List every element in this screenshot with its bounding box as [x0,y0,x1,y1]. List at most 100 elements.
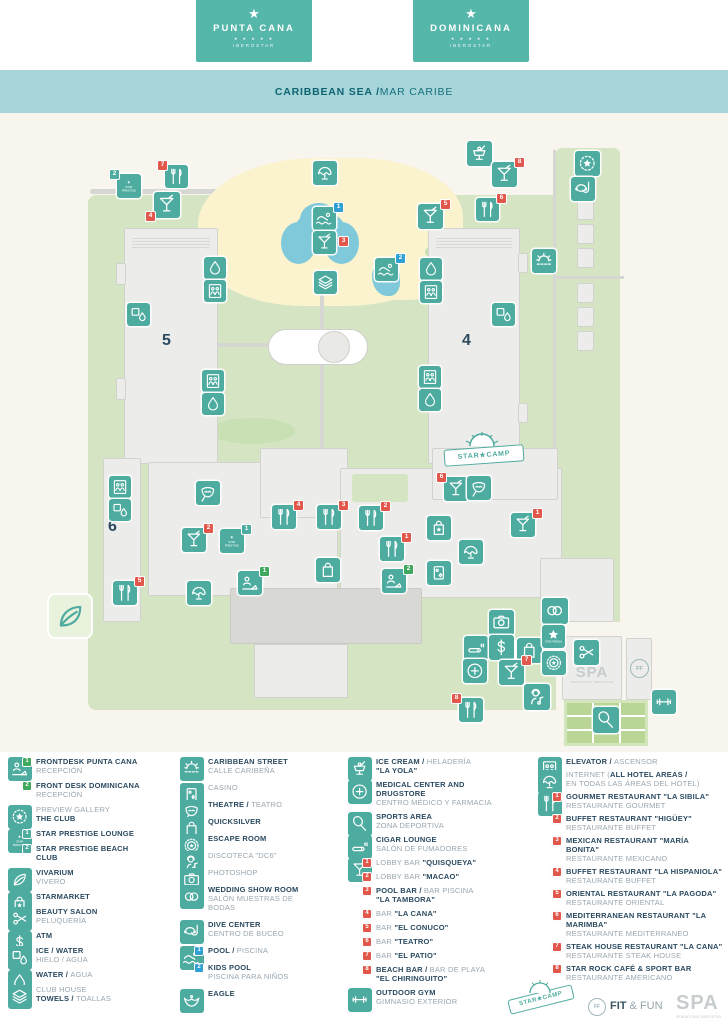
legend-text-segment: DRUGSTORE [376,789,426,798]
scissors-icon [8,907,32,931]
path [320,365,324,457]
map-marker-restaurant-icon: 7 [157,160,188,188]
map-marker-scissors-icon [574,640,599,665]
east-room [577,248,594,268]
legend-text-segment: "TEATRO" [394,937,434,946]
map-marker-dome-icon [313,161,337,185]
legend-item-text: WATER / AGUA [36,970,172,979]
legend-item-text: ELEVATOR / ASCENSOR [566,757,724,766]
legend-badge-1: 1 [22,829,32,839]
map-marker-icewater-icon [127,303,150,326]
svg-text:STAR FRIENDS: STAR FRIENDS [545,641,562,644]
east-room [577,283,594,303]
map-marker-bagstar-icon [427,516,451,540]
roundabout [318,331,350,363]
legend-text-segment: BUFFET RESTAURANT "HIGÜEY" [566,814,692,823]
court-line [621,729,645,731]
map-marker-card-icon [427,561,451,585]
legend-text-segment: ELEVATOR / [566,757,615,766]
legend-item-text: STARMARKET [36,892,172,901]
legend-item-text: DISCOTECA "DC6" [208,851,342,860]
legend-badge-1: 1 [362,858,372,868]
building-4-wing [518,253,528,273]
legend-item: ESCAPE ROOM [180,834,342,858]
legend-column-4: ELEVATOR / ASCENSOR INTERNET (ALL HOTEL A… [538,757,724,986]
map-badge-2: 2 [109,169,120,180]
legend-badge-3: 3 [552,836,562,846]
map-marker-bag-icon [316,558,340,582]
legend-badge-7: 7 [362,951,372,961]
star-icon: ★ [465,6,477,21]
map-marker-towels-icon [314,271,337,294]
legend-badge-2: 2 [22,781,32,791]
map-marker-elevator-icon [419,366,441,388]
map-marker-cocktail-icon: 4 [145,192,180,222]
icecream-icon [348,757,372,781]
legend-item-text: BUFFET RESTAURANT "HIGÜEY"RESTAURANTE BU… [566,814,724,832]
legend-text-segment: BAR [376,951,395,960]
svg-text:PRESTIGE: PRESTIGE [122,189,136,193]
legend-text-segment: CENTRO DE BUCEO [208,929,284,938]
spa-subtitle: SENSATIONS IBEROSTAR [676,1015,722,1019]
svg-text:STAR: STAR [16,840,23,844]
map-marker-cocktail-icon: 3 [313,231,349,254]
east-room [577,331,594,351]
starcircle-icon [8,805,32,829]
map-marker-drop-icon [420,258,442,280]
map-marker-cigar-icon [464,636,488,660]
legend-item-text: POOL / PISCINA [208,946,342,955]
map-marker-elevator-icon [204,280,226,302]
legend-item-text: INTERNET (ALL HOTEL AREAS /EN TODAS LAS … [566,770,724,788]
map-marker-cocktail-icon: 7 [499,655,532,685]
fit-fun-icon: FF [588,998,606,1016]
building-4-wing [518,403,528,423]
map-marker-starfriends-icon: STAR FRIENDS [542,625,565,648]
map-marker-frontdesk-icon: 1 [238,566,270,595]
legend-text-segment: EN TODAS LAS ÁREAS DEL HOTEL) [566,779,700,788]
map-marker-dome-icon [187,581,211,605]
legend-text-segment: ICE / WATER [36,946,84,955]
rating-stars: ★ ★ ★ ★ ★ [233,36,275,41]
svg-text:★: ★ [230,535,234,540]
legend-text-segment: CALLE CARIBEÑA [208,766,275,775]
legend-text-segment: ALL HOTEL AREAS / [609,770,688,779]
svg-text:STAR: STAR [125,185,132,189]
svg-text:STAR: STAR [228,540,235,544]
svg-text:★: ★ [127,180,131,185]
legend-item-text: ATM [36,931,172,940]
legend-text-segment: CIGAR LOUNGE [376,835,437,844]
path [218,343,268,347]
map-badge-2: 2 [203,523,214,534]
legend-item: THEATRE / TEATRO [180,800,342,824]
map-badge-1: 1 [259,566,270,577]
legend-text-segment: CARIBBEAN STREET [208,757,288,766]
legend-item-text: EAGLE [208,989,342,998]
map-marker-seal-icon [542,651,566,675]
legend-text-segment: ESCAPE ROOM [208,834,267,843]
legend-text-segment: LOBBY BAR [376,858,423,867]
legend-badge-2: 2 [362,872,372,882]
legend-badge-4: 4 [552,867,562,877]
legend-text-segment: ASCENSOR [614,757,658,766]
